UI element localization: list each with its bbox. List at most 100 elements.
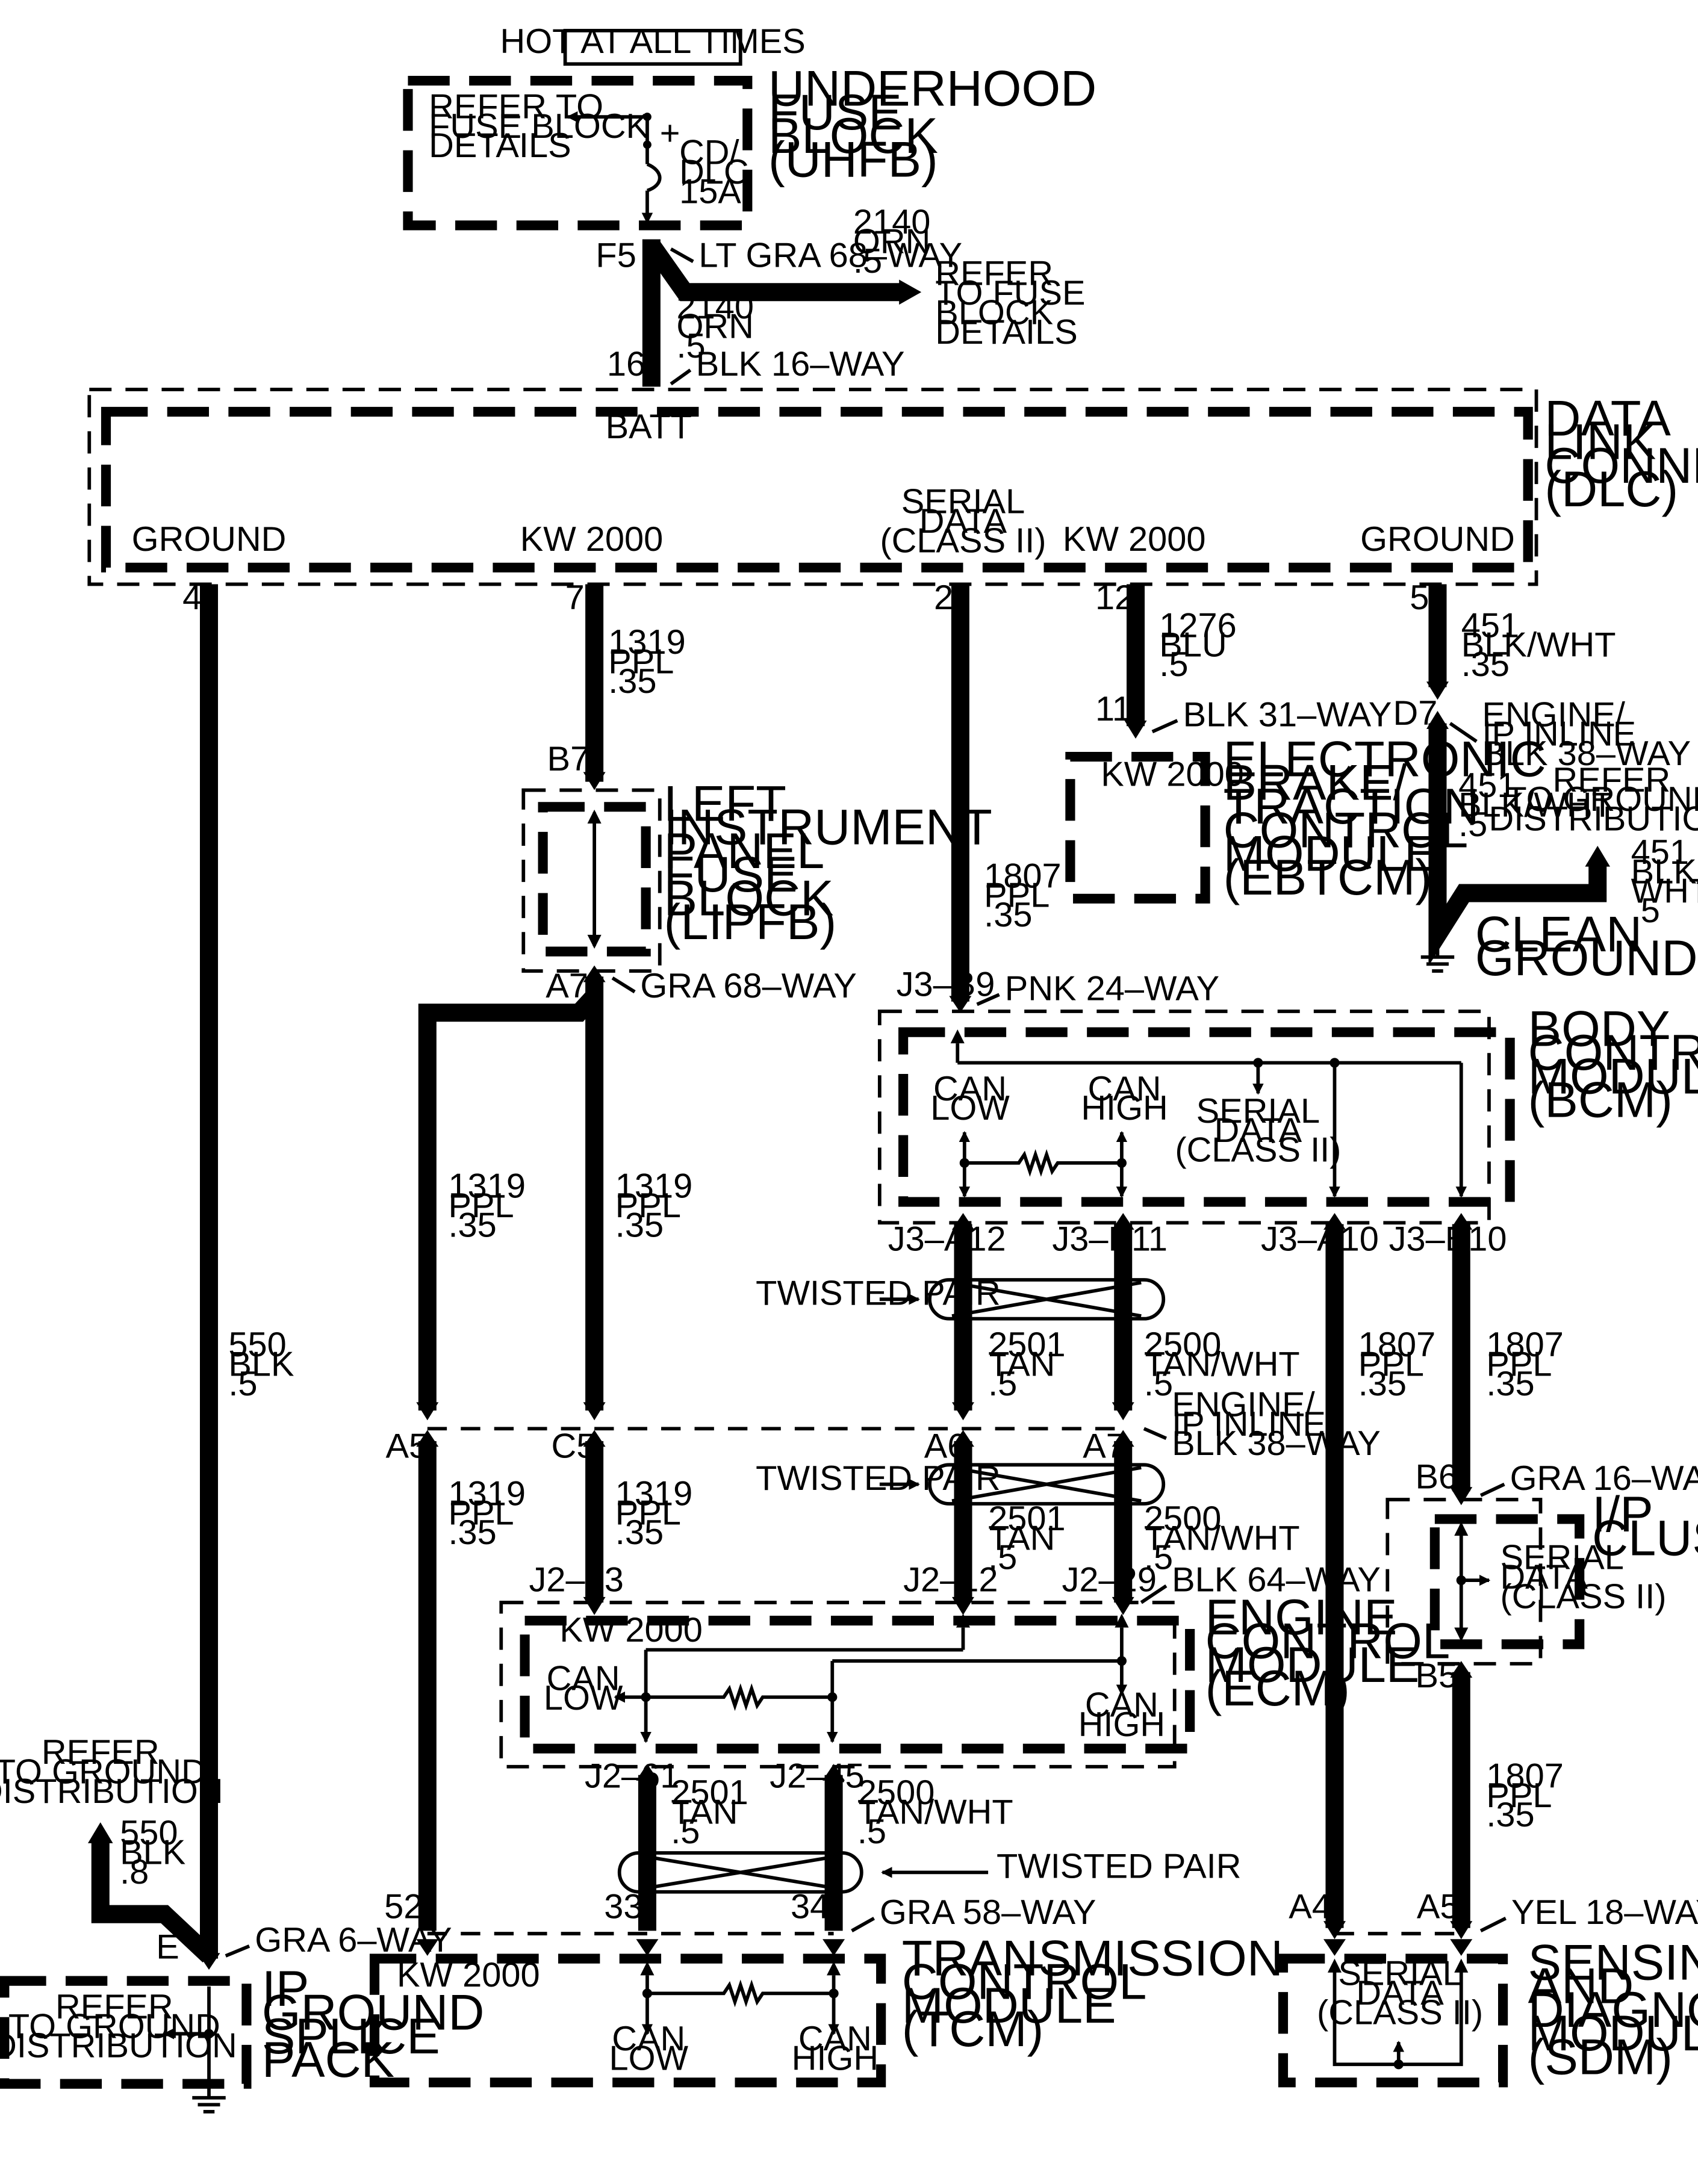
svg-text:52: 52: [384, 1888, 423, 1926]
twisted-pair-3: TWISTED PAIR: [617, 1847, 1242, 1894]
svg-text:B7: B7: [547, 740, 590, 778]
svg-text:TWISTED PAIR: TWISTED PAIR: [756, 1459, 1001, 1498]
ebtcm-module: KW 2000 ELECTRONICBRAKE/TRACTIONCONTROLM…: [1065, 731, 1546, 905]
wire-1319-lipfb-branch: [418, 990, 602, 1411]
svg-text:J3–B9: J3–B9: [897, 966, 995, 1004]
svg-text:2: 2: [934, 579, 953, 617]
sdm-connector-18way: A4 A5 YEL 18–WAY: [1289, 1888, 1698, 1935]
svg-text:I/PCLUSTER: I/PCLUSTER: [1592, 1486, 1698, 1566]
tcm-connector-58way: 52 33 34 GRA 58–WAY: [384, 1888, 1096, 1935]
svg-text:TWISTED PAIR: TWISTED PAIR: [997, 1847, 1242, 1886]
svg-text:E: E: [156, 1928, 179, 1967]
wire-2140-branch: [644, 240, 902, 302]
svg-text:LEFTINSTRUMENTPANELFUSEBLOCK(L: LEFTINSTRUMENTPANELFUSEBLOCK(LIPFB): [664, 775, 992, 949]
svg-text:KW 2000: KW 2000: [1063, 520, 1206, 559]
svg-text:GRA 58–WAY: GRA 58–WAY: [880, 1893, 1096, 1932]
svg-text:BATT: BATT: [606, 408, 692, 446]
svg-text:J3–B10: J3–B10: [1389, 1220, 1507, 1258]
ground-icon: [1420, 934, 1455, 973]
twisted-pair-1: TWISTED PAIR: [756, 1274, 1166, 1321]
svg-text:J3–A10: J3–A10: [1261, 1220, 1379, 1258]
svg-text:J2–45: J2–45: [770, 1757, 864, 1795]
svg-text:HOT AT ALL TIMES: HOT AT ALL TIMES: [500, 22, 806, 61]
sensing-diagnostic-module: SENSINGANDDIAGNOSTICMODULE(SDM) SERIALDA…: [1278, 1934, 1698, 2088]
connector-e: E GRA 6–WAY: [156, 1921, 452, 1967]
svg-text:ENGINECONTROLMODULE(ECM): ENGINECONTROLMODULE(ECM): [1205, 1589, 1451, 1716]
svg-text:KW 2000: KW 2000: [520, 520, 664, 559]
connector-j3-b9: J3–B9 PNK 24–WAY: [897, 966, 1220, 1008]
svg-text:J2–53: J2–53: [529, 1561, 624, 1599]
transmission-control-module: KW 2000 TRANSMISSIONCONTROLMODULE(TCM) C…: [369, 1930, 1283, 2088]
svg-text:GROUND: GROUND: [132, 520, 287, 559]
svg-text:PNK 24–WAY: PNK 24–WAY: [1005, 969, 1219, 1008]
svg-text:KW 2000: KW 2000: [559, 1611, 703, 1649]
svg-text:BLK 64–WAY: BLK 64–WAY: [1172, 1561, 1381, 1599]
connector-a7-top: A7 GRA 68–WAY: [546, 967, 857, 1005]
lipfb-fuse-block: B7 LEFTINSTRUMENTPANELFUSEBLOCK(LIPFB): [521, 740, 992, 973]
svg-text:LT GRA 68–WAY: LT GRA 68–WAY: [698, 237, 962, 275]
svg-text:B5: B5: [1416, 1657, 1458, 1695]
svg-text:J2–12: J2–12: [903, 1561, 998, 1599]
body-control-module: BODYCONTROLMODULE(BCM) SERIALDATA(CLASS …: [877, 1001, 1698, 1225]
svg-text:KW 2000: KW 2000: [397, 1956, 540, 1994]
hot-at-all-times-tag: HOT AT ALL TIMES: [500, 22, 806, 66]
svg-text:7: 7: [565, 579, 585, 617]
svg-text:A5: A5: [1417, 1888, 1460, 1926]
ecm-connector-pins: J2–53 J2–12 J2–29 BLK 64–WAY: [529, 1561, 1381, 1604]
twisted-pair-2: TWISTED PAIR: [756, 1459, 1166, 1506]
connector-f5: F5 LT GRA 68–WAY: [596, 237, 962, 275]
connector-11: 11 BLK 31–WAY: [1095, 690, 1392, 734]
svg-text:J3–B11: J3–B11: [1052, 1220, 1168, 1258]
svg-text:+: +: [660, 114, 680, 152]
svg-text:J3–A12: J3–A12: [888, 1220, 1006, 1258]
svg-text:BLK 16–WAY: BLK 16–WAY: [696, 345, 905, 383]
svg-text:CLEANGROUND: CLEANGROUND: [1475, 907, 1698, 986]
svg-text:B6: B6: [1416, 1458, 1458, 1497]
svg-text:DATALINKCONNECTOR(DLC): DATALINKCONNECTOR(DLC): [1544, 390, 1698, 517]
svg-text:11: 11: [1095, 690, 1131, 728]
svg-text:33: 33: [604, 1888, 642, 1926]
connector-16: 16 BLK 16–WAY: [607, 345, 905, 386]
svg-text:ELECTRONICBRAKE/TRACTIONCONTRO: ELECTRONICBRAKE/TRACTIONCONTROLMODULE(EB…: [1224, 731, 1546, 905]
svg-text:KW 2000: KW 2000: [1101, 755, 1244, 794]
svg-text:16: 16: [607, 345, 645, 383]
svg-text:BODYCONTROLMODULE(BCM): BODYCONTROLMODULE(BCM): [1528, 1001, 1698, 1128]
